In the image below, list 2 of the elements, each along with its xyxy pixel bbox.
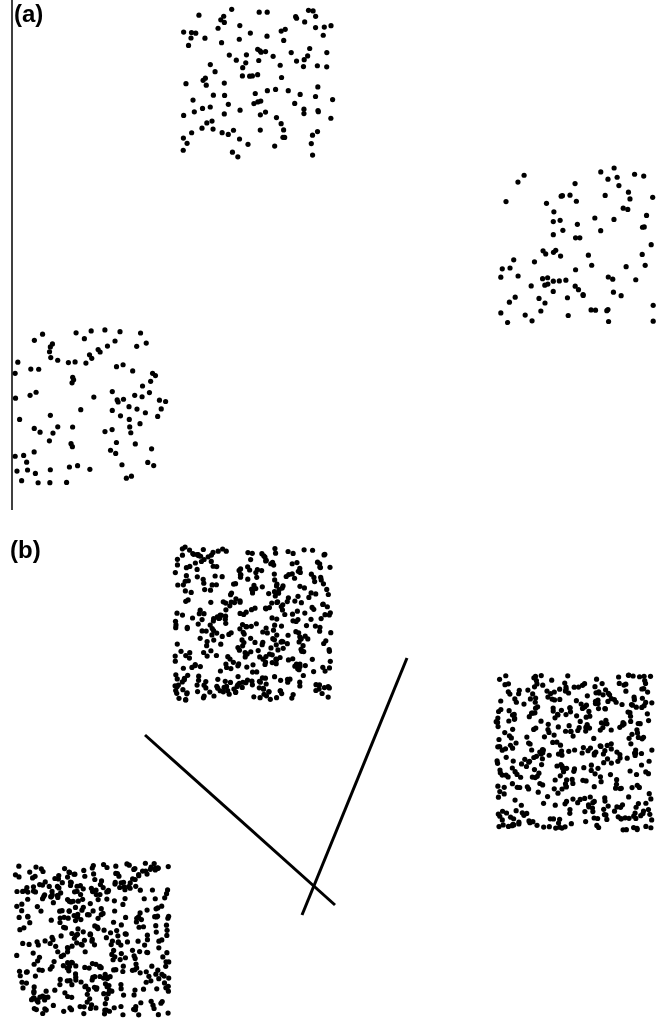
- panel-label: (b): [10, 538, 41, 562]
- panel-label: (a): [14, 2, 44, 26]
